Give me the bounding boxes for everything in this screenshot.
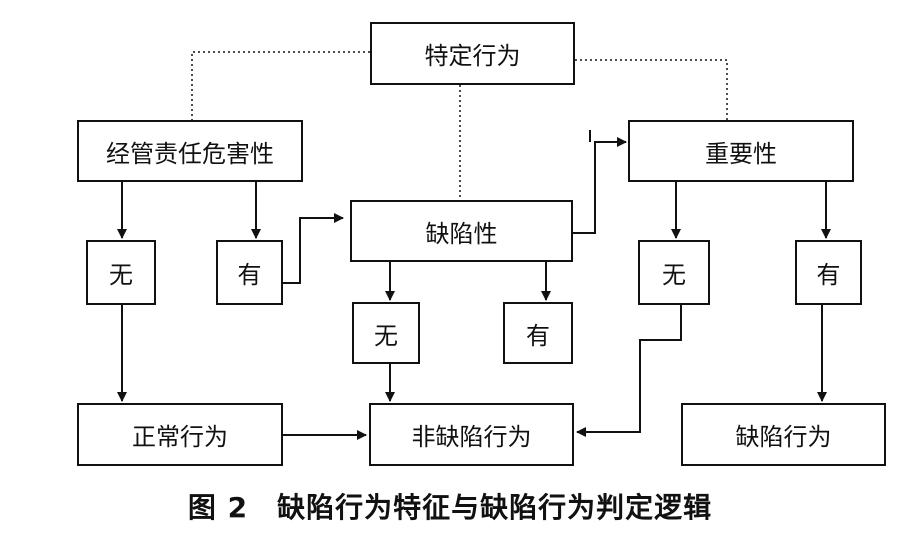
solid-arrows [117,130,831,440]
node-label: 无 [109,261,133,289]
node-label: 有 [526,321,550,350]
node-label: 非缺陷行为 [411,423,532,451]
node-label: 缺陷行为 [735,423,832,451]
node-defectiveness: 缺陷性 [350,200,573,262]
dotted-links [191,51,728,200]
node-label: 正常行为 [132,423,228,451]
node-importance: 重要性 [628,120,854,182]
node-defect-yes: 有 [503,302,573,364]
node-importance-yes: 有 [795,240,862,305]
node-label: 有 [237,261,262,289]
node-label: 无 [374,321,398,350]
node-normal-behavior: 正常行为 [77,403,283,466]
node-label: 有 [816,261,841,289]
figure-caption: 图 2 缺陷行为特征与缺陷行为判定逻辑 [187,491,713,524]
node-harm-no: 无 [86,240,156,305]
node-management-harm: 经管责任危害性 [77,120,303,182]
node-importance-no: 无 [638,240,710,305]
node-non-defective-behavior: 非缺陷行为 [369,403,574,466]
node-specific-behavior: 特定行为 [370,22,575,85]
node-label: 特定行为 [424,42,521,70]
node-defect-no: 无 [352,302,420,364]
node-label: 无 [662,261,686,289]
node-label: 经管责任危害性 [106,139,274,168]
node-defective-behavior: 缺陷行为 [681,403,886,466]
node-label: 缺陷性 [425,219,498,248]
node-harm-yes: 有 [216,240,283,305]
node-label: 重要性 [705,139,777,168]
